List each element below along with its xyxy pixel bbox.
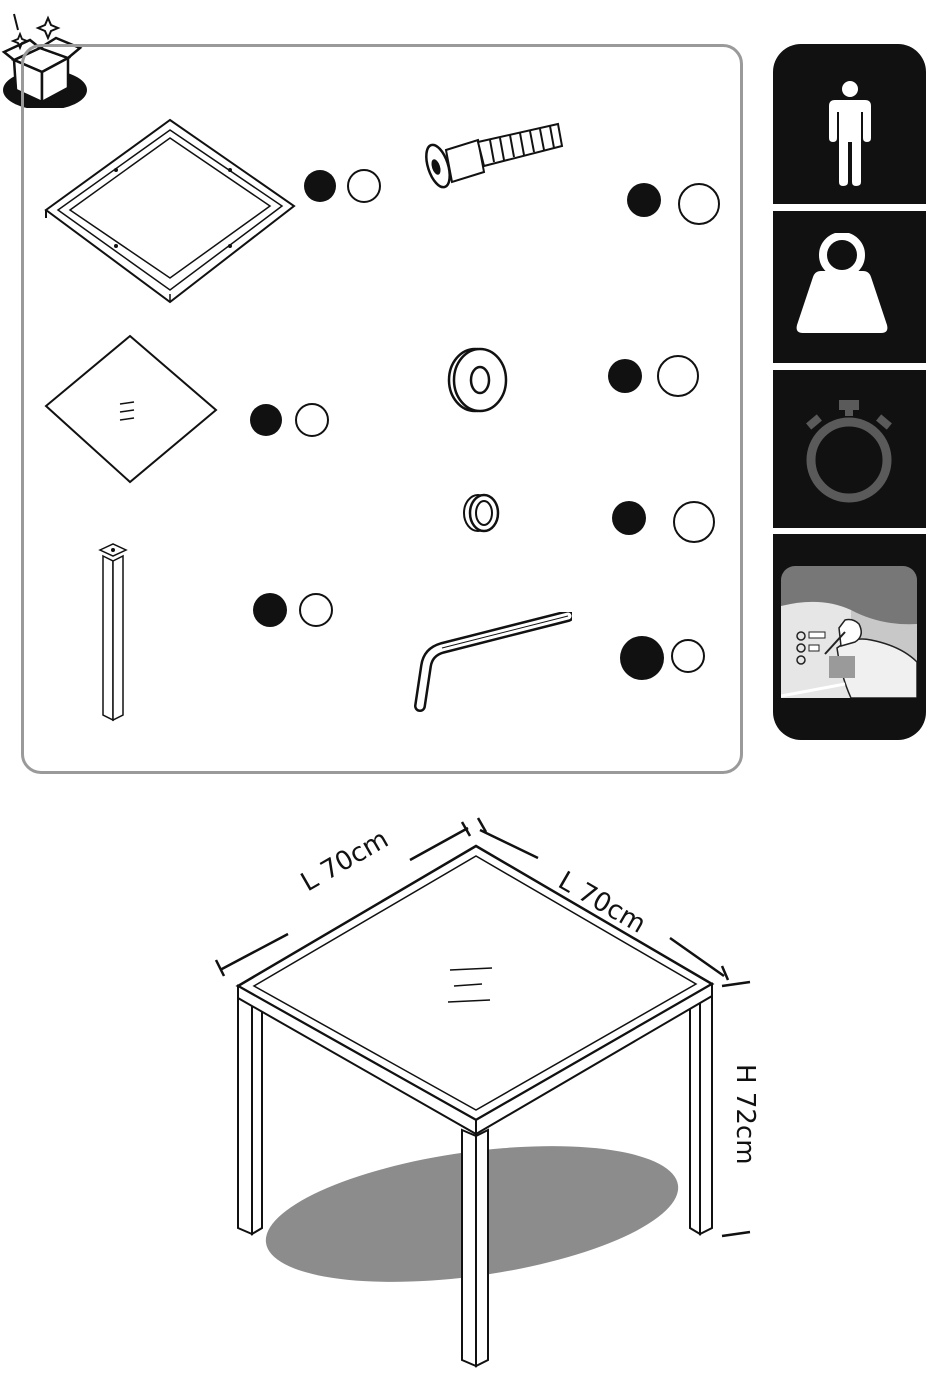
weight-icon	[795, 233, 889, 337]
quantity-indicator	[606, 354, 702, 400]
dimension-height: H 72cm	[730, 1064, 760, 1165]
table-frame-icon	[44, 118, 296, 304]
quantity-indicator	[624, 180, 722, 226]
washer-icon	[442, 344, 512, 416]
info-sidebar	[773, 44, 926, 740]
quantity-indicator	[252, 590, 336, 630]
glass-top-icon	[44, 334, 218, 484]
quantity-indicator	[248, 400, 332, 440]
quantity-indicator	[616, 634, 708, 682]
allen-key-icon	[414, 612, 572, 712]
manual-tile	[773, 534, 926, 740]
quantity-indicator	[302, 166, 386, 206]
spacer-ring-icon	[460, 492, 502, 534]
quantity-indicator	[610, 496, 720, 546]
person-icon	[825, 80, 875, 186]
stopwatch-icon	[801, 400, 897, 506]
people-tile	[773, 44, 926, 204]
weight-tile	[773, 211, 926, 363]
table-leg-icon	[96, 542, 130, 724]
instruction-manual-icon	[781, 566, 917, 698]
time-tile	[773, 370, 926, 528]
bolt-icon	[422, 120, 566, 194]
assembled-table-drawing	[200, 800, 780, 1380]
